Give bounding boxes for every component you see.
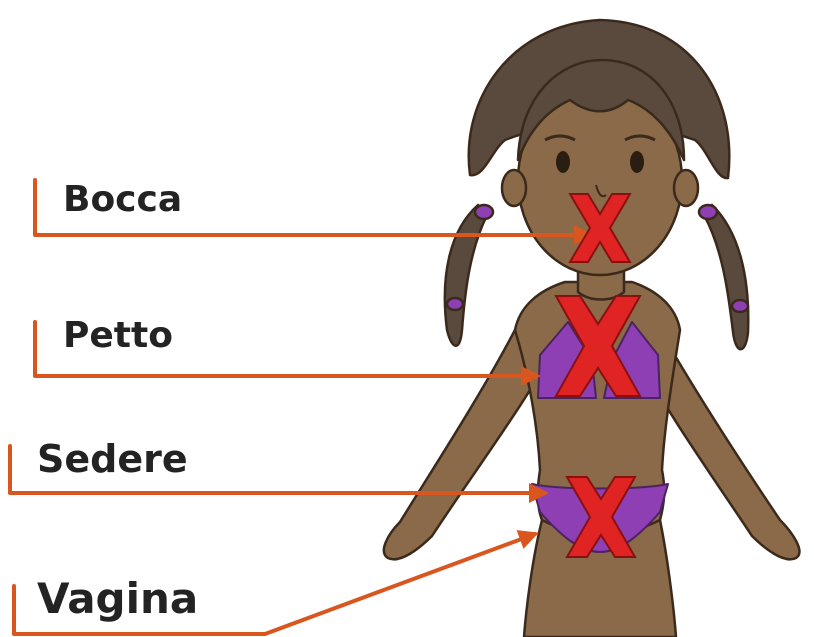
label-chest: Petto — [63, 318, 173, 354]
label-bottom: Sedere — [37, 440, 188, 478]
label-mouth: Bocca — [63, 182, 182, 218]
right-ear — [674, 170, 698, 206]
label-vagina: Vagina — [37, 578, 198, 620]
left-ear — [502, 170, 526, 206]
